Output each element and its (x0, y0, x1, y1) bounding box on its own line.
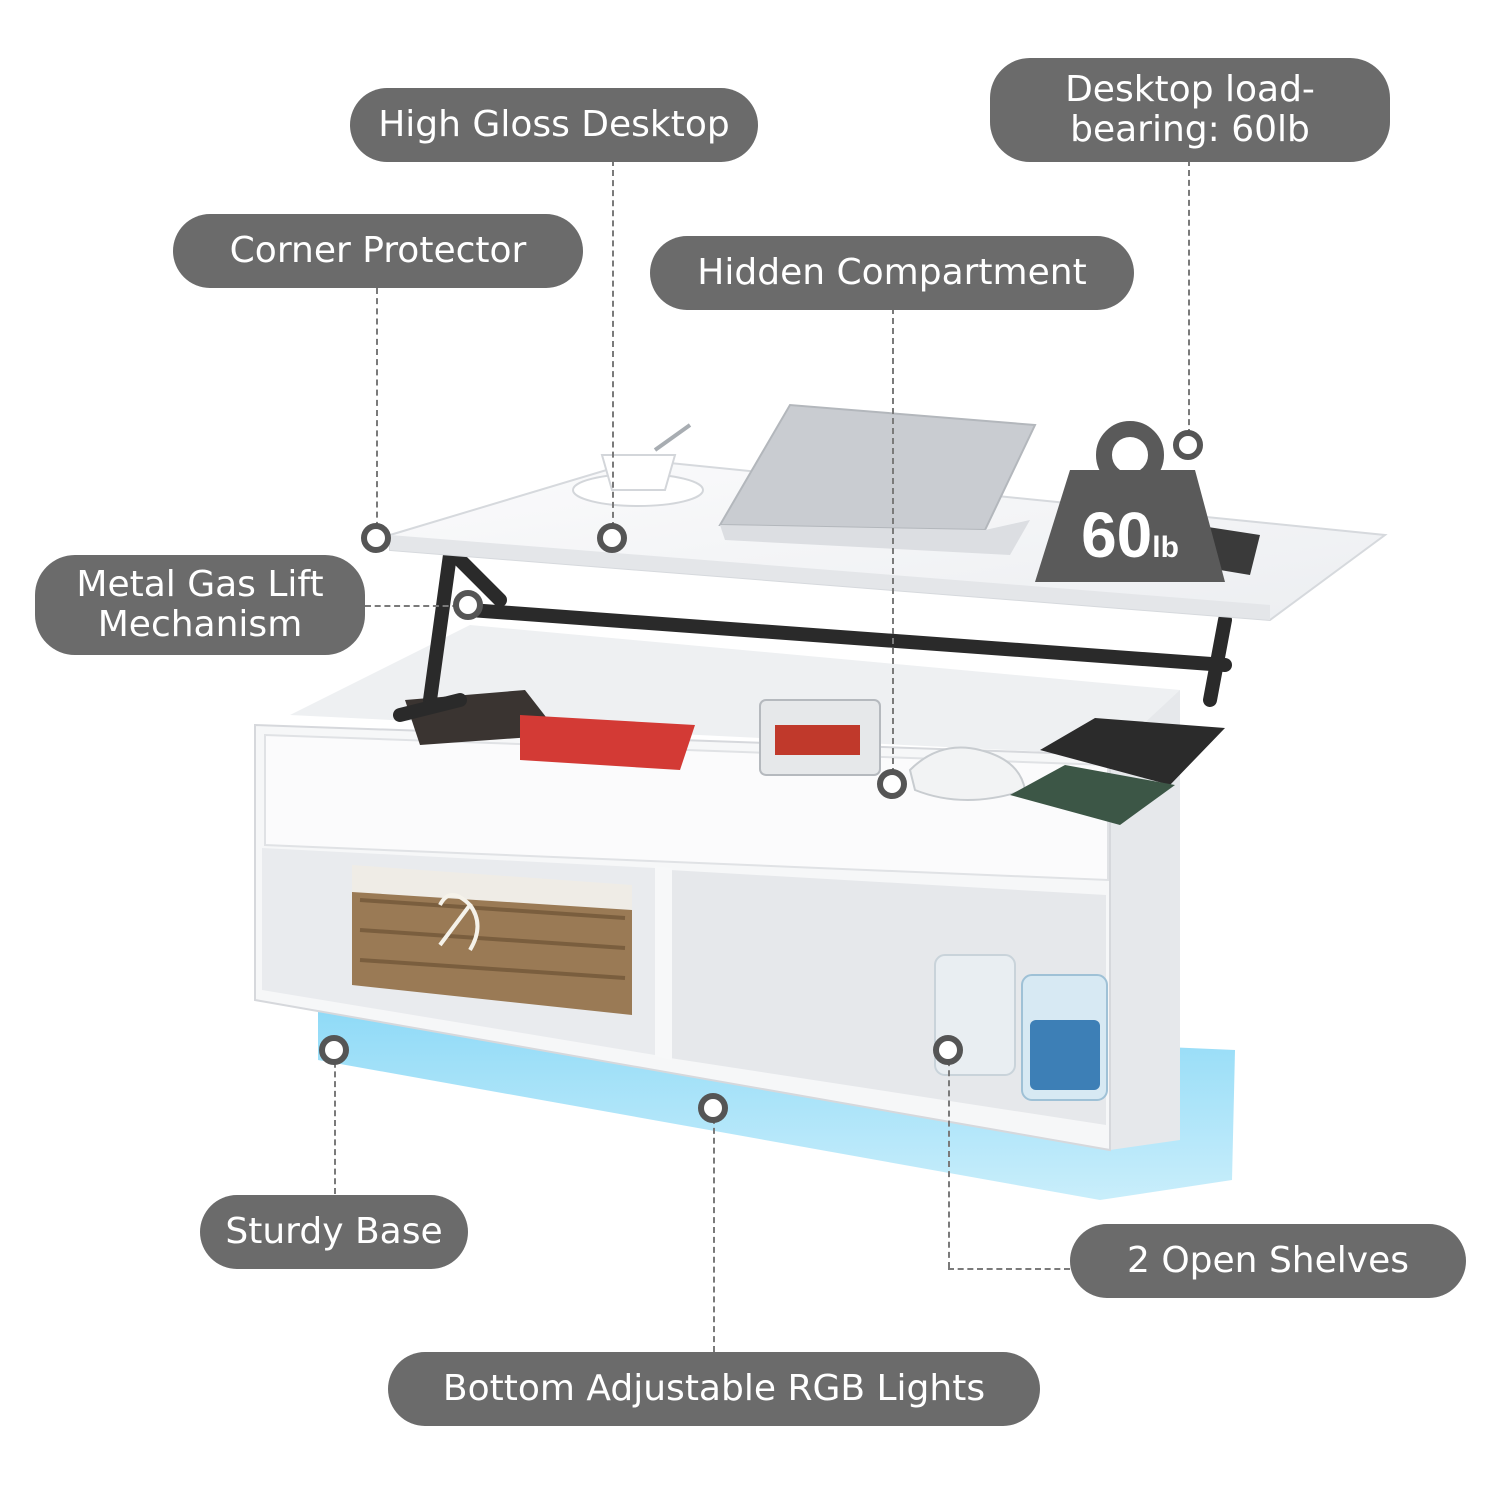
callout-dot-corner (361, 523, 391, 553)
label-metal-gas-lift: Metal Gas Lift Mechanism (35, 555, 365, 655)
lift-mechanism (393, 548, 1232, 722)
label-open-shelves: 2 Open Shelves (1070, 1224, 1466, 1298)
callout-dot-compartment (877, 769, 907, 799)
leader-line-rgb (713, 1108, 715, 1352)
leader-line-shelves-h (948, 1268, 1070, 1270)
shelf-divider (655, 866, 672, 1060)
weight-unit: lb (1152, 531, 1179, 564)
weight-icon (1035, 421, 1225, 582)
label-desktop-load-bearing: Desktop load-bearing: 60lb (990, 58, 1390, 162)
callout-dot-base (319, 1035, 349, 1065)
leader-line-base (334, 1052, 336, 1194)
callout-dot-gaslift (453, 590, 483, 620)
leader-line-gaslift (365, 605, 468, 607)
cup-and-saucer (572, 423, 704, 507)
woven-basket (352, 865, 632, 1015)
leader-line-compartment (892, 308, 894, 784)
label-hidden-compartment: Hidden Compartment (650, 236, 1134, 310)
laptop (718, 403, 1037, 555)
weight-value: 60 (1081, 499, 1153, 571)
tabletop-edge (390, 535, 1270, 620)
leader-line-gloss (612, 160, 614, 538)
label-sturdy-base: Sturdy Base (200, 1195, 468, 1269)
callout-dot-gloss (597, 523, 627, 553)
callout-dot-load (1173, 430, 1203, 460)
weight-badge: 60lb (1055, 495, 1205, 575)
callout-dot-rgb (698, 1093, 728, 1123)
leader-line-corner (376, 288, 378, 538)
callout-dot-shelves (933, 1035, 963, 1065)
label-rgb-lights: Bottom Adjustable RGB Lights (388, 1352, 1040, 1426)
leader-line-shelves-v (948, 1050, 950, 1268)
label-high-gloss-desktop: High Gloss Desktop (350, 88, 758, 162)
label-corner-protector: Corner Protector (173, 214, 583, 288)
leader-line-load (1188, 160, 1190, 445)
